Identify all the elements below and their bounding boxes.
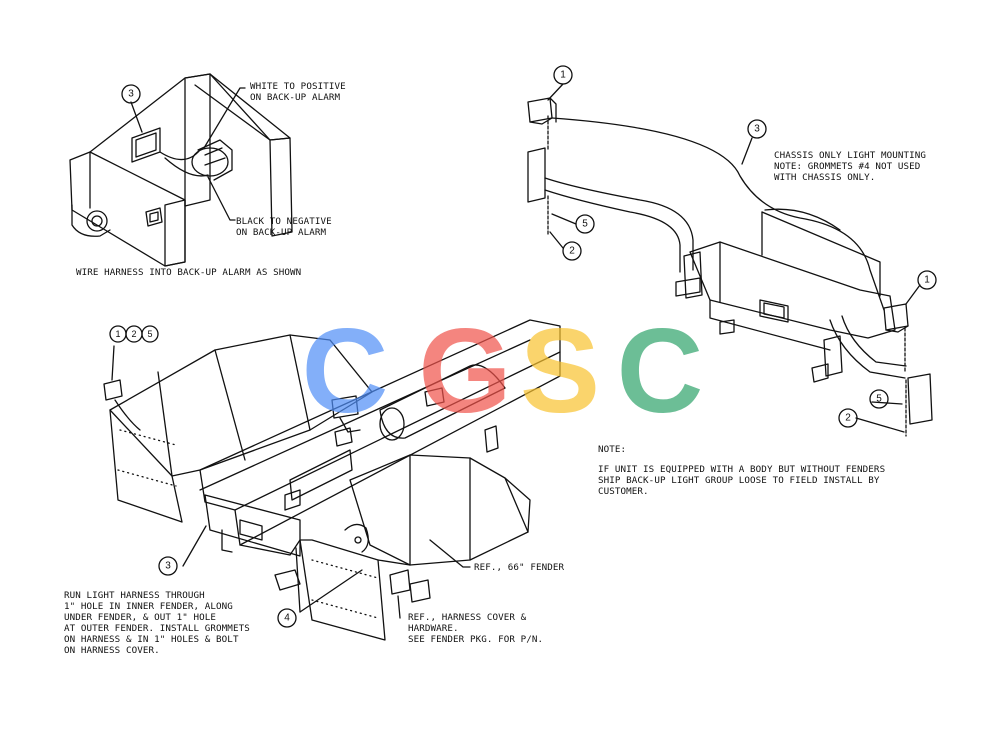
note-label: NOTE:: [598, 444, 627, 455]
callout-5-fender: 5: [147, 329, 152, 339]
note-white-positive: WHITE TO POSITIVE ON BACK-UP ALARM: [250, 81, 346, 103]
backup-alarm-detail: [69, 73, 293, 267]
note-harness-cover: REF., HARNESS COVER & HARDWARE. SEE FEND…: [408, 612, 544, 645]
callout-2-left: 2: [569, 246, 575, 257]
callout-1-fender: 1: [115, 329, 120, 339]
watermark-letter-s: S: [520, 304, 600, 438]
note-chassis-only: CHASSIS ONLY LIGHT MOUNTING NOTE: GROMME…: [774, 150, 927, 183]
callout-5-left: 5: [582, 219, 588, 230]
callout-1-top: 1: [560, 70, 566, 81]
callout-5-right: 5: [876, 394, 882, 405]
note-body: IF UNIT IS EQUIPPED WITH A BODY BUT WITH…: [598, 464, 886, 497]
chassis-light-mounting: [527, 83, 933, 437]
callout-3-fender: 3: [165, 561, 171, 572]
callout-3-alarm: 3: [128, 89, 134, 100]
callout-3-chassis: 3: [754, 124, 760, 135]
note-black-negative: BLACK TO NEGATIVE ON BACK-UP ALARM: [236, 216, 332, 238]
callout-2-right: 2: [845, 413, 851, 424]
watermark-letter-g: G: [418, 304, 511, 438]
note-fender-ref: REF., 66" FENDER: [474, 562, 565, 573]
note-run-harness: RUN LIGHT HARNESS THROUGH 1" HOLE IN INN…: [64, 590, 250, 656]
callout-4-fender: 4: [284, 613, 290, 624]
note-wire-harness: WIRE HARNESS INTO BACK-UP ALARM AS SHOWN: [76, 267, 302, 278]
fender-assembly: [103, 319, 561, 641]
watermark-letter-c2: C: [617, 304, 704, 438]
watermark-letter-c1: C: [302, 304, 389, 438]
callout-1-right: 1: [924, 275, 930, 286]
watermark: C G S C: [302, 304, 704, 438]
callout-circles: [109, 65, 937, 628]
callout-2-fender: 2: [131, 329, 136, 339]
